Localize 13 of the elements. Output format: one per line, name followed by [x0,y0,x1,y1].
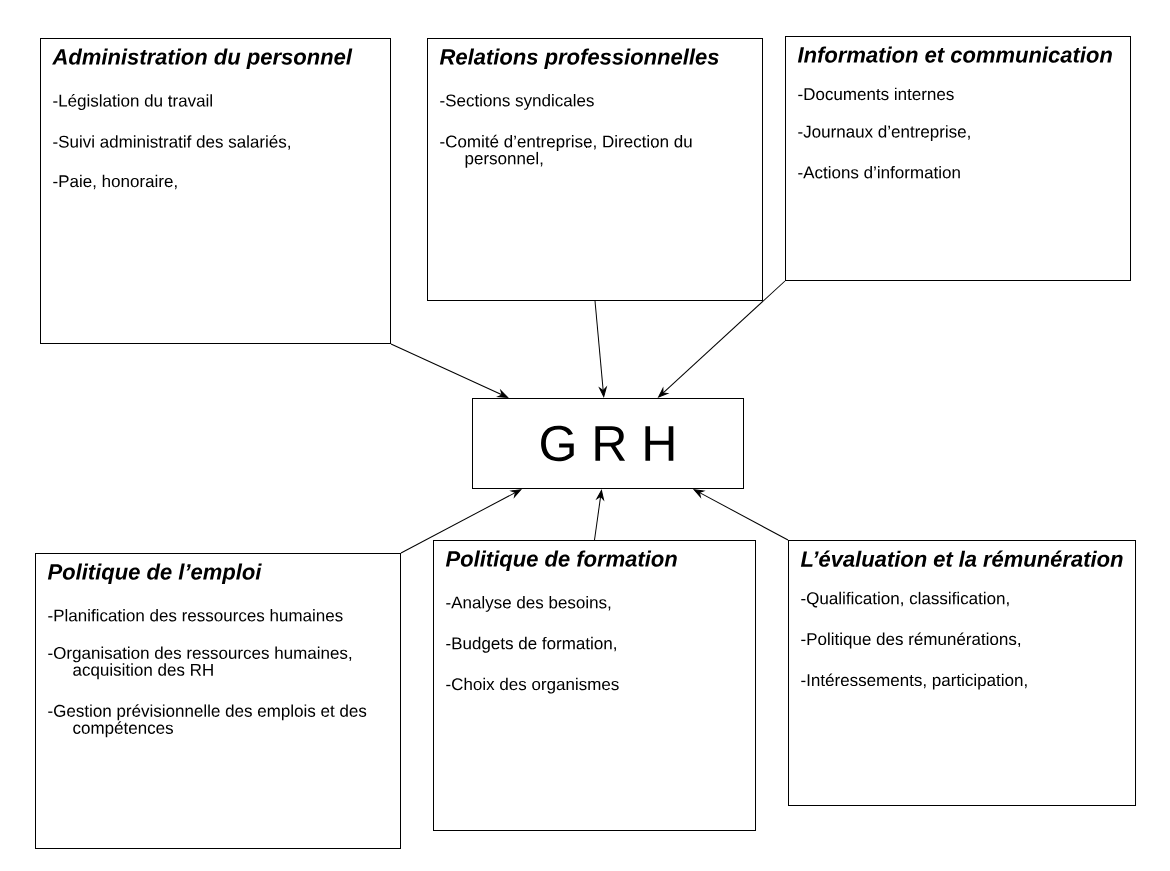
center-box: G R H [472,398,744,489]
arrow [594,300,607,398]
category-box: Politique de l’emploi -Planification des ressources humaines -Organisation des ressources humaines, acquisition des RH -Gestion prévisionnelle des emplois et des compétences [35,553,401,849]
arrow [658,280,786,398]
category-box: Information et communication -Documents internes -Journaux d’entreprise, -Actions d’information [785,36,1131,281]
arrow [693,489,789,541]
category-box: Administration du personnel -Législation du travail -Suivi administratif des salariés, -Paie, honoraire, [40,38,391,344]
category-box: L’évaluation et la rémunération -Qualification, classification, -Politique des rémunérations, -Intéressements, participation, [788,540,1136,806]
arrow [390,343,509,398]
category-box: Politique de formation -Analyse des besoins, -Budgets de formation, -Choix des organismes [433,540,756,831]
category-box: Relations professionnelles -Sections syndicales -Comité d’entreprise, Direction du personnel, [427,38,763,301]
arrow [400,489,522,554]
arrow [594,489,605,541]
